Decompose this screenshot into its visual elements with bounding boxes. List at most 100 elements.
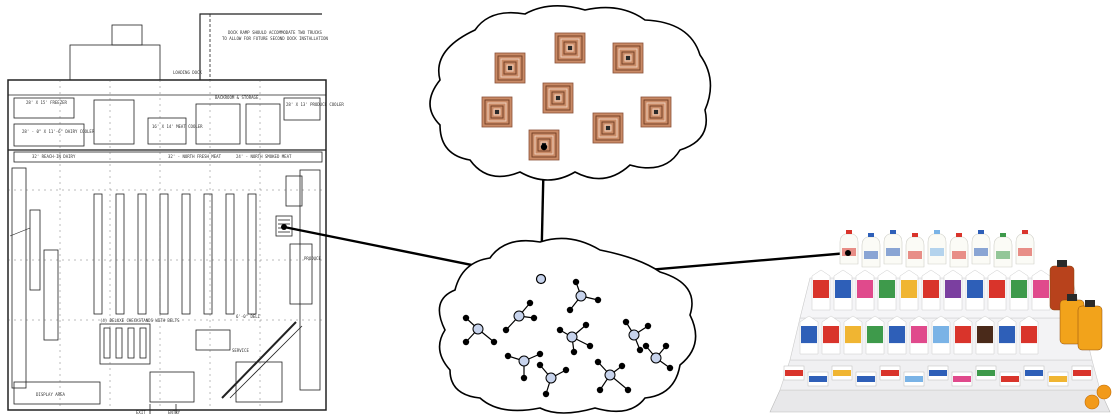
backroom-label: BACKROOM & STORAGE xyxy=(215,95,259,100)
milk-jug xyxy=(883,230,903,265)
sensor-node xyxy=(618,362,626,370)
checkstands-label: (4) DELUXE CHECKSTANDS WITH BELTS xyxy=(100,318,180,323)
yogurt-tub xyxy=(999,371,1021,387)
dock-ramp xyxy=(111,24,143,46)
cluster-head-node xyxy=(513,310,525,322)
cluster-head-node xyxy=(518,355,530,367)
yogurt-tub xyxy=(975,365,997,381)
milk-jug xyxy=(971,230,991,265)
meat-cooler-label: 16' X 14' MEAT COOLER xyxy=(152,124,203,129)
cluster-head-node xyxy=(575,290,587,302)
cluster-head-node xyxy=(545,372,557,384)
reach-in-dairy-label: 32' REACH-IN DAIRY xyxy=(32,154,76,159)
freezer-label: 28' X 15' FREEZER xyxy=(26,100,68,105)
smoked-meat-label: 24' - NORTH SMOKED MEAT xyxy=(236,154,292,159)
freezer-room xyxy=(13,97,75,119)
sensor-cluster-8 xyxy=(594,358,632,394)
sensor-node xyxy=(570,348,578,356)
dock-note-2: TO ALLOW FOR FUTURE SECOND DOCK INSTALLA… xyxy=(222,36,329,41)
rfid-tag-6 xyxy=(640,96,672,128)
sensor-node xyxy=(504,352,512,360)
connected-tag-dot xyxy=(540,143,548,151)
sensor-node xyxy=(642,342,650,350)
milk-carton xyxy=(899,269,919,311)
fresh-meat-label: 32' - NORTH FRESH MEAT xyxy=(168,154,222,159)
network-cloud xyxy=(438,237,697,414)
milk-jug xyxy=(949,233,969,268)
rfid-tag-2 xyxy=(554,32,586,64)
yogurt-tub xyxy=(1071,365,1093,381)
milk-carton xyxy=(943,269,963,311)
loading-dock-area xyxy=(69,44,161,81)
sensor-node xyxy=(490,338,498,346)
sensor-node xyxy=(502,326,510,334)
yogurt-tub xyxy=(807,371,829,387)
sensor-node xyxy=(572,278,580,286)
rfid-tags xyxy=(481,32,672,161)
gondola-aisles xyxy=(93,193,257,315)
milk-carton xyxy=(997,315,1017,355)
yogurt-tub xyxy=(879,365,901,381)
sensor-cluster-5 xyxy=(622,318,652,354)
milk-carton xyxy=(1019,315,1039,355)
milk-jug xyxy=(993,233,1013,268)
dock-note-1: DOCK RAMP SHOULD ACCOMMODATE TWO TRUCKS xyxy=(228,30,323,35)
sensor-node xyxy=(566,306,574,314)
yogurt-tub xyxy=(831,365,853,381)
milk-carton xyxy=(865,315,885,355)
milk-carton xyxy=(921,269,941,311)
milk-carton xyxy=(843,315,863,355)
milk-jug xyxy=(839,230,859,265)
orange-fruit xyxy=(1096,384,1112,400)
checkstands xyxy=(99,323,151,365)
dairy-product-shelf xyxy=(769,230,1112,413)
sensor-node xyxy=(562,366,570,374)
sensor-node xyxy=(462,314,470,322)
floorplan-outer-wall xyxy=(7,79,327,411)
milk-carton xyxy=(909,315,929,355)
milk-carton xyxy=(965,269,985,311)
dairy-cooler-label: 28' - 0" X 11'-6" DAIRY COOLER xyxy=(22,129,95,134)
milk-carton xyxy=(1009,269,1029,311)
sensor-node xyxy=(536,350,544,358)
reach-in-dairy-strip xyxy=(13,151,323,163)
sensor-node xyxy=(666,364,674,372)
service-label: SERVICE xyxy=(232,348,249,353)
sensor-node xyxy=(662,342,670,350)
entry-label: ENTRY xyxy=(168,410,181,415)
yogurt-tub xyxy=(903,371,925,387)
sensor-node xyxy=(594,358,602,366)
sensor-node xyxy=(536,361,544,369)
cluster-head-node xyxy=(650,352,662,364)
produce-cooler-label: 28' X 13' PRODUCE COOLER xyxy=(286,102,344,107)
sensor-cluster-1 xyxy=(462,314,498,346)
yogurt-tub xyxy=(855,371,877,387)
rfid-tag-1 xyxy=(494,52,526,84)
milk-carton xyxy=(987,269,1007,311)
milk-carton xyxy=(821,315,841,355)
milk-carton xyxy=(811,269,831,311)
sensor-node xyxy=(542,390,550,398)
yogurt-tub xyxy=(783,365,805,381)
sensor-node xyxy=(636,346,644,354)
sensor-network xyxy=(462,278,674,398)
milk-carton xyxy=(887,315,907,355)
milk-jug xyxy=(1015,230,1035,265)
sensor-cluster-6 xyxy=(504,350,544,382)
exit-label: EXIT xyxy=(136,410,146,415)
yogurt-tub xyxy=(1047,371,1069,387)
store-floor-plan xyxy=(7,13,327,414)
milk-carton xyxy=(931,315,951,355)
sensor-cluster-9 xyxy=(642,342,674,372)
yogurt-tub xyxy=(951,371,973,387)
sensor-node xyxy=(526,299,534,307)
sensor-node xyxy=(556,326,564,334)
milk-jug xyxy=(861,233,881,268)
sensor-node xyxy=(622,318,630,326)
milk-carton xyxy=(855,269,875,311)
milk-carton xyxy=(877,269,897,311)
milk-jug xyxy=(927,230,947,265)
orange-fruit xyxy=(1084,394,1100,410)
milk-carton xyxy=(1031,269,1051,311)
